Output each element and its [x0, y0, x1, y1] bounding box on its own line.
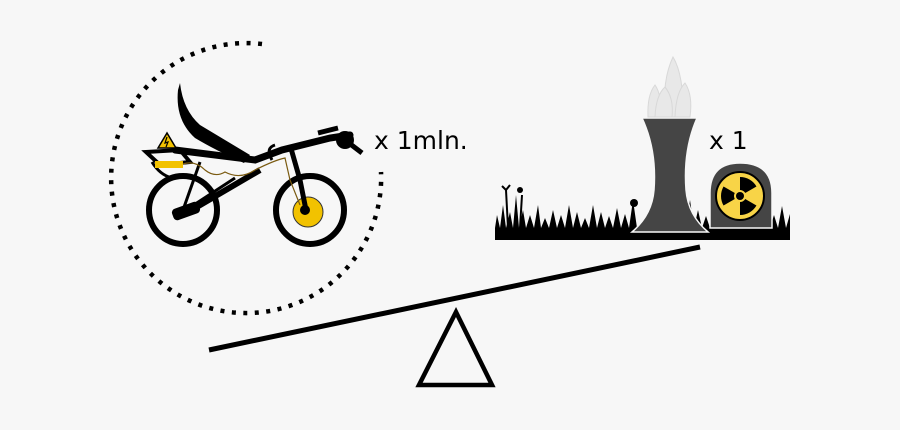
seesaw-beam — [208, 244, 701, 353]
radiation-symbol-icon — [709, 162, 773, 229]
bike-multiplier-label: x 1mln. — [374, 126, 468, 155]
steam-cloud-icon — [647, 55, 692, 118]
battery-icon — [155, 161, 183, 168]
cooling-tower-icon — [629, 117, 711, 233]
fulcrum-triangle — [415, 306, 496, 388]
recumbent-ebike-icon — [141, 83, 364, 247]
dotted-circle — [108, 40, 384, 316]
high-voltage-warning-icon — [156, 131, 178, 149]
plant-multiplier-label: x 1 — [709, 126, 748, 155]
